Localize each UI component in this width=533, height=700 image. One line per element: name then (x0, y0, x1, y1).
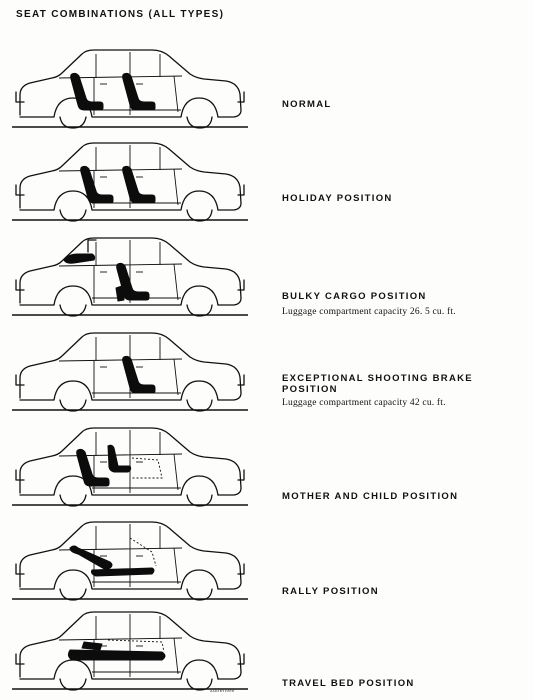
car-illustration-bulky-cargo (12, 237, 249, 317)
car-illustration-holiday (12, 142, 249, 222)
position-note-shooting-brake: Luggage compartment capacity 42 cu. ft. (282, 398, 446, 408)
seat-row-holiday: HOLIDAY POSITION (0, 133, 533, 229)
seat-row-normal: NORMAL (0, 40, 533, 136)
seat-row-rally: RALLY POSITION (0, 512, 533, 608)
position-label-travel-bed: TRAVEL BED POSITION (282, 678, 415, 689)
position-label-bulky-cargo: BULKY CARGO POSITION (282, 291, 427, 302)
seat-row-shooting-brake: EXCEPTIONAL SHOOTING BRAKE POSITION Lugg… (0, 323, 533, 419)
seat-row-bulky-cargo: BULKY CARGO POSITION Luggage compartment… (0, 228, 533, 324)
position-label-mother-and-child: MOTHER AND CHILD POSITION (282, 491, 459, 502)
car-illustration-travel-bed (12, 611, 249, 691)
position-label-holiday: HOLIDAY POSITION (282, 193, 393, 204)
seat-row-travel-bed: TRAVEL BED POSITION (0, 602, 533, 698)
position-label-shooting-brake: EXCEPTIONAL SHOOTING BRAKE POSITION (282, 373, 473, 395)
position-note-bulky-cargo: Luggage compartment capacity 26. 5 cu. f… (282, 307, 456, 317)
car-illustration-normal (12, 49, 249, 129)
car-illustration-mother-and-child (12, 427, 249, 507)
position-label-normal: NORMAL (282, 99, 332, 110)
illustrator-credit: sdtientee (210, 688, 235, 694)
car-illustration-shooting-brake (12, 332, 249, 412)
page-title: SEAT COMBINATIONS (ALL TYPES) (16, 9, 225, 20)
car-illustration-rally (12, 521, 249, 601)
position-label-rally: RALLY POSITION (282, 586, 379, 597)
seat-row-mother-and-child: MOTHER AND CHILD POSITION (0, 418, 533, 514)
